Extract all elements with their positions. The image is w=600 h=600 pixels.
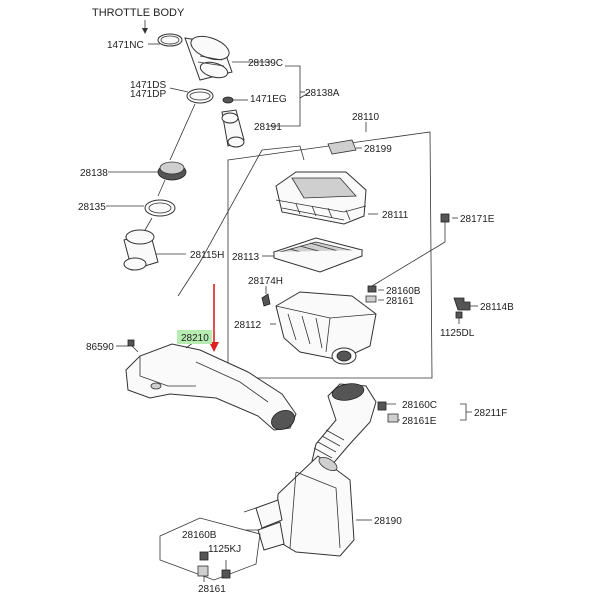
clip-28174h	[261, 293, 271, 307]
label-1471eg: 1471EG	[250, 94, 287, 105]
air-intake-duct-28210	[116, 339, 297, 431]
label-28139c: 28139C	[248, 58, 283, 69]
resonator-28190	[243, 455, 372, 557]
throttle-hose-assembly	[157, 33, 245, 148]
clamp-1471ds	[186, 88, 214, 104]
bushing-28161-top	[365, 295, 377, 303]
highlight-28210	[177, 330, 212, 344]
red-indicator-arrow	[209, 284, 219, 352]
air-cleaner-cover-28111	[275, 171, 378, 225]
air-cleaner-group-border	[227, 131, 433, 379]
label-28115h: 28115H	[190, 250, 224, 261]
label-28110: 28110	[352, 112, 380, 123]
bracket-28114b	[453, 297, 478, 324]
bushing-28161-bottom	[197, 565, 209, 577]
label-28160b-bottom: 28160B	[182, 530, 217, 541]
clamp-28160c	[377, 401, 387, 411]
clamp-1471eg	[222, 96, 234, 104]
label-1125kj: 1125KJ	[208, 544, 241, 555]
air-duct-28211f	[309, 383, 472, 473]
clamp-28135	[144, 199, 176, 217]
label-1125dl: 1125DL	[440, 328, 475, 339]
bolt-86590	[127, 339, 135, 347]
label-28112: 28112	[234, 320, 262, 331]
label-1471nc: 1471NC	[107, 40, 144, 51]
label-28161-bottom: 28161	[198, 584, 226, 595]
label-28114b: 28114B	[480, 302, 514, 313]
label-28191: 28191	[254, 122, 282, 133]
label-28211f: 28211F	[474, 408, 507, 419]
label-28135: 28135	[78, 202, 106, 213]
bushing-28161e	[387, 413, 399, 423]
label-28210: 28210	[181, 333, 209, 344]
label-1471dp: 1471DP	[130, 89, 166, 100]
label-1471ds: 1471DS	[130, 80, 166, 91]
label-28161e: 28161E	[402, 416, 437, 427]
left-parts	[123, 103, 196, 271]
filter-element-28113	[262, 237, 364, 273]
label-28138a: 28138A	[305, 88, 340, 99]
throttle-body-label: THROTTLE BODY	[92, 7, 185, 19]
bottom-detail-border	[159, 517, 261, 581]
bolt-28171e	[371, 213, 458, 287]
label-86590: 86590	[86, 342, 114, 353]
label-28190: 28190	[374, 516, 402, 527]
label-28160c: 28160C	[402, 400, 437, 411]
label-28199	[327, 139, 357, 155]
label-28160b-top: 28160B	[386, 286, 421, 297]
grommet-28160b-top	[367, 285, 377, 293]
grommet-28160b-bottom	[199, 551, 209, 561]
label-28113: 28113	[232, 252, 260, 263]
label-28174h: 28174H	[248, 276, 283, 287]
label-28199: 28199	[364, 144, 392, 155]
label-28171e: 28171E	[460, 214, 495, 225]
bolt-1125kj	[221, 569, 231, 579]
label-28161-top: 28161	[386, 296, 414, 307]
label-28111: 28111	[382, 210, 409, 221]
air-cleaner-lower-28112	[270, 291, 377, 365]
label-28138: 28138	[80, 168, 108, 179]
